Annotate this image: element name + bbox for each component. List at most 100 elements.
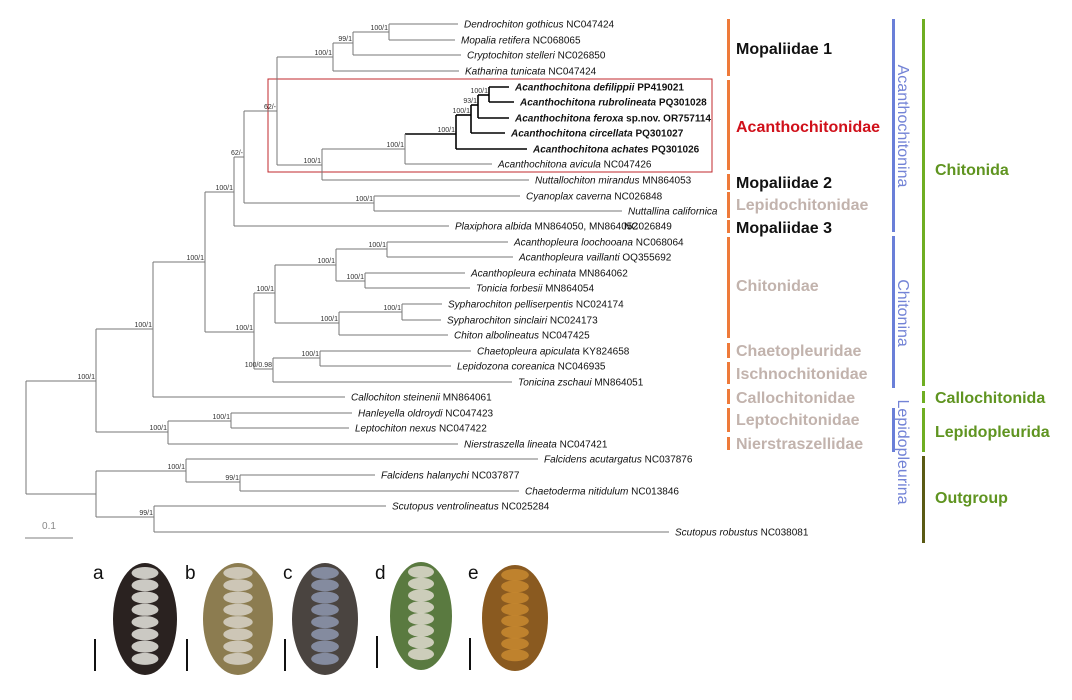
accession: MN864050, MN864052: [532, 222, 639, 233]
family-bar: [727, 19, 730, 76]
species-name: Chaetopleura apiculata: [477, 347, 580, 358]
species-name: Acanthopleura vaillanti: [518, 253, 620, 264]
accession: NC068065: [530, 36, 581, 47]
chiton-valve: [407, 624, 435, 637]
family-bar: [727, 437, 730, 450]
species-name: Cyanoplax caverna: [526, 192, 612, 203]
accession: NC038081: [758, 528, 809, 539]
chiton-valve: [311, 591, 339, 604]
family-label: Leptochitonidae: [736, 412, 860, 429]
chiton-valve: [407, 636, 435, 649]
taxon-label: Callochiton steinenii MN864061: [351, 393, 492, 404]
family-label: Mopaliidae 1: [736, 41, 832, 58]
taxon-label: Scutopus robustus NC038081: [675, 528, 809, 539]
family-bar: [727, 174, 730, 190]
species-name: Falcidens acutargatus: [544, 455, 642, 466]
accession: NC024174: [573, 300, 624, 311]
suborder-bar: [892, 19, 895, 232]
family-bar: [727, 343, 730, 358]
species-name: Chaetoderma nitidulum: [525, 487, 628, 498]
accession: KY824658: [580, 347, 630, 358]
support-value: 100/1: [386, 142, 404, 149]
family-bar: [727, 220, 730, 233]
taxon-label: Falcidens acutargatus NC037876: [544, 455, 693, 466]
taxon-label: Acanthochitona defilippii PP419021: [514, 83, 684, 94]
tree-branches: 100/1 99/1 100/1 100/1 93/1 100/1 100/1 100/1 10…: [25, 20, 809, 539]
taxon-label: Falcidens halanychi NC037877: [381, 471, 520, 482]
family-label: Lepidochitonidae: [736, 197, 869, 214]
family-bar: [727, 80, 730, 170]
suborder-label: Chitonina: [894, 279, 911, 347]
species-name: Acanthochitona feroxa: [514, 114, 624, 125]
accession: NC046935: [555, 362, 606, 373]
order-bar: [922, 19, 925, 386]
support-value: 100/1: [320, 316, 338, 323]
chiton-valve: [223, 579, 253, 592]
taxon-label: Tonicia forbesii MN864054: [476, 284, 594, 295]
chiton-valve: [501, 591, 529, 604]
family-label: Chaetopleuridae: [736, 343, 861, 360]
family-label: Mopaliidae 2: [736, 175, 832, 192]
species-name: Lepidozona coreanica: [457, 362, 555, 373]
species-name: Plaxiphora albida: [455, 222, 532, 233]
taxon-label: Nuttallochiton mirandus MN864053: [535, 176, 692, 187]
accession: PQ301027: [633, 129, 684, 140]
chiton-specimen-photo: [292, 563, 358, 675]
species-name: Dendrochiton gothicus: [464, 20, 564, 31]
acanthochitonidae-highlight-box: [267, 78, 713, 173]
chiton-valve: [223, 628, 253, 641]
support-value: 62/-: [231, 150, 244, 157]
species-name: Tonicia forbesii: [476, 284, 543, 295]
support-value: 100/1: [256, 286, 274, 293]
accession: NC047426: [601, 160, 652, 171]
taxon-label: Acanthochitona avicula NC047426: [497, 160, 652, 171]
taxon-label: Scutopus ventrolineatus NC025284: [392, 502, 550, 513]
accession: NC026850: [555, 51, 606, 62]
taxon-label: Lepidozona coreanica NC046935: [457, 362, 606, 373]
support-value: 62/-: [264, 104, 277, 111]
taxon-label: Chiton albolineatus NC047425: [454, 331, 590, 342]
support-value: 100/1: [470, 88, 488, 95]
support-value: 100/1: [317, 258, 335, 265]
family-label: Chitonidae: [736, 278, 819, 295]
chiton-valve: [501, 580, 529, 593]
accession: NC026848: [612, 192, 663, 203]
species-name: Mopalia retifera: [461, 36, 530, 47]
support-value: 93/1: [463, 98, 477, 105]
chiton-specimen-photo: [113, 563, 177, 675]
accession: MN864053: [640, 176, 692, 187]
chiton-valve: [501, 626, 529, 639]
chiton-valve: [131, 591, 159, 604]
support-value: 99/1: [225, 475, 239, 482]
species-name: Acanthochitona defilippii: [514, 83, 635, 94]
taxon-label: Acanthopleura loochooana NC068064: [513, 238, 684, 249]
family-label: Mopaliidae 3: [736, 220, 832, 237]
support-value: 100/1: [355, 196, 373, 203]
taxon-label: Sypharochiton sinclairi NC024173: [447, 316, 598, 327]
chiton-valve: [501, 603, 529, 616]
species-name: Acanthochitona rubrolineata: [519, 98, 657, 109]
taxon-label: Acanthochitona feroxa sp.nov. OR757114: [514, 114, 711, 125]
chiton-specimen-photo: [482, 565, 548, 671]
support-value: 100/1: [303, 158, 321, 165]
chiton-valve: [223, 591, 253, 604]
support-value: 100/1: [149, 425, 167, 432]
accession: NC026849: [624, 222, 672, 233]
support-value: 100/1: [212, 414, 230, 421]
support-value: 100/1: [186, 255, 204, 262]
accession: PQ301028: [656, 98, 707, 109]
taxon-label: Chaetopleura apiculata KY824658: [477, 347, 630, 358]
order-label: Outgroup: [935, 490, 1008, 507]
species-name: Katharina tunicata: [465, 67, 546, 78]
family-label: Nierstraszellidae: [736, 436, 863, 453]
suborder-bar: [892, 408, 895, 452]
species-name: Acanthochitona achates: [532, 145, 649, 156]
taxon-label: Mopalia retifera NC068065: [461, 36, 581, 47]
order-label: Lepidopleurida: [935, 424, 1050, 441]
family-bar: [727, 408, 730, 432]
support-value: 100/1: [383, 305, 401, 312]
species-name: Callochiton steinenii: [351, 393, 441, 404]
species-name: Acanthopleura echinata: [470, 269, 577, 280]
